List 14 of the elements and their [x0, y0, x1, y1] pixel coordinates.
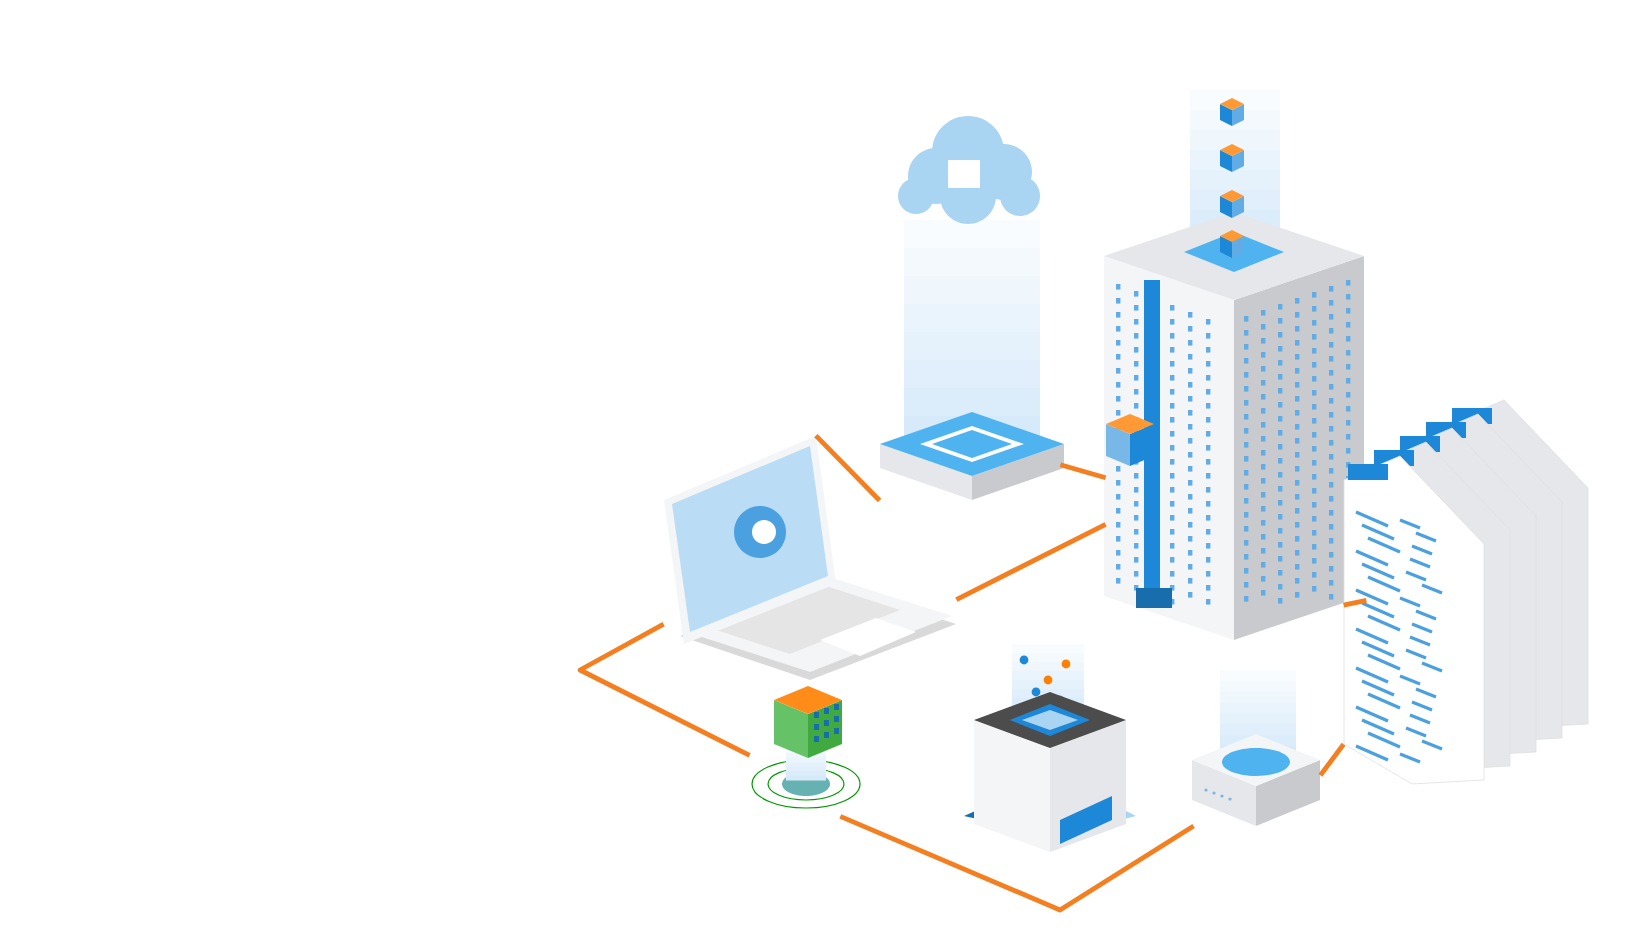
connector-line [814, 433, 882, 503]
router-drawing [1192, 670, 1320, 826]
connector-line [955, 522, 1107, 602]
laptop-drawing [664, 436, 956, 680]
server-tower-drawing [1104, 90, 1364, 640]
document-stack-drawing [1343, 399, 1589, 785]
connector-line [1059, 462, 1107, 481]
connector-line [839, 814, 1195, 913]
building-drawing [751, 686, 861, 809]
cloud-platform-drawing [880, 116, 1064, 500]
connector-line [577, 621, 751, 758]
connector-line [1343, 597, 1367, 608]
connector-line [1318, 742, 1346, 777]
data-box-drawing [964, 644, 1136, 852]
